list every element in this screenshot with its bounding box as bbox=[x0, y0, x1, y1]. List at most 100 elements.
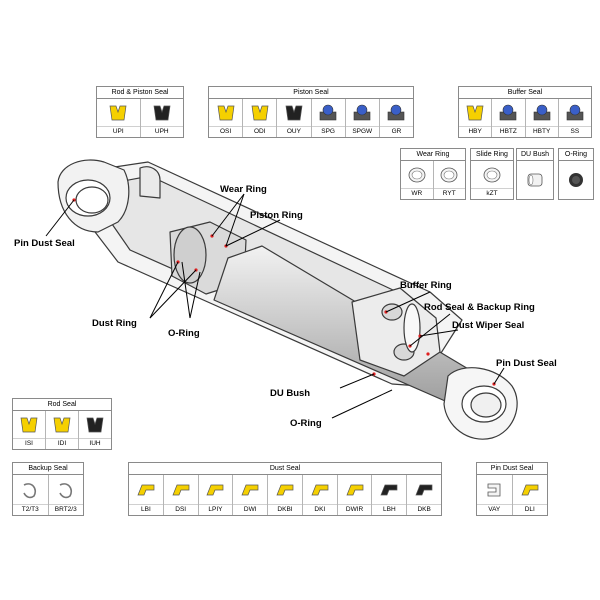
seal-code-label: VAY bbox=[477, 504, 512, 515]
yellow-dust-seal-icon bbox=[346, 484, 363, 495]
seal-code-label: IUH bbox=[79, 438, 111, 449]
o-ring-box: O-Ring bbox=[558, 148, 594, 200]
blue-compound-seal-icon bbox=[533, 104, 550, 120]
seal-item-lbi: LBI bbox=[129, 475, 164, 515]
seal-code-label: SPGW bbox=[345, 126, 379, 137]
yellow-dust-seal-icon bbox=[521, 484, 539, 495]
seal-item-dwi: DWI bbox=[233, 475, 269, 515]
seal-code-label: DWIR bbox=[337, 504, 372, 515]
yellow-u-seal-icon bbox=[466, 105, 484, 120]
slide-ring-icon bbox=[483, 167, 501, 182]
seal-item-dwir: DWIR bbox=[337, 475, 373, 515]
callout-du-bush: DU Bush bbox=[270, 388, 311, 399]
seal-item-t2-t3: T2/T3 bbox=[13, 475, 49, 515]
yellow-dust-seal-icon bbox=[311, 484, 329, 495]
seal-item-lpiy: LPIY bbox=[198, 475, 234, 515]
callout-dust-wiper-seal: Dust Wiper Seal bbox=[452, 320, 525, 331]
yellow-u-seal-icon bbox=[53, 417, 71, 432]
blue-compound-seal-icon bbox=[388, 104, 405, 120]
blue-compound-seal-icon bbox=[353, 104, 371, 120]
backup-ring-icon bbox=[23, 482, 37, 498]
seal-code-label: HBTZ bbox=[492, 126, 525, 137]
callout-piston-ring: Piston Ring bbox=[250, 210, 303, 221]
seal-code-label: T2/T3 bbox=[13, 504, 48, 515]
callout-o-ring-left: O-Ring bbox=[168, 328, 200, 339]
yellow-dust-seal-icon bbox=[172, 484, 190, 495]
leader-lines bbox=[45, 193, 505, 419]
wear-ring-icon bbox=[440, 167, 458, 182]
seal-item-hby: HBY bbox=[459, 99, 493, 137]
seal-item-osi: OSI bbox=[209, 99, 244, 137]
seal-item-hbtz: HBTZ bbox=[492, 99, 526, 137]
cylinder-body bbox=[57, 159, 518, 440]
seal-item-dli: DLI bbox=[512, 475, 547, 515]
callout-pin-dust-seal-right: Pin Dust Seal bbox=[496, 358, 557, 369]
piston-box-title: Piston Seal bbox=[209, 87, 413, 99]
callout-pin-dust-seal-left: Pin Dust Seal bbox=[14, 238, 75, 249]
pin-dust-seal-icon bbox=[487, 483, 501, 496]
buffer-box-title: Buffer Seal bbox=[459, 87, 591, 99]
black-u-seal-icon bbox=[153, 105, 171, 120]
seal-code-label: DKI bbox=[302, 504, 337, 515]
seal-item-o-ring bbox=[559, 161, 593, 199]
seal-code-label: RYT bbox=[433, 188, 465, 199]
rod-piston-box-title: Rod & Piston Seal bbox=[97, 87, 183, 99]
seal-item-uph: UPH bbox=[140, 99, 183, 137]
backup-box-title: Backup Seal bbox=[13, 463, 83, 475]
seal-code-label: BRT2/3 bbox=[48, 504, 83, 515]
seal-code-label: kZT bbox=[471, 188, 513, 199]
seal-item-du-bush bbox=[517, 161, 553, 199]
seal-code-label: ISI bbox=[13, 438, 45, 449]
callout-dust-ring: Dust Ring bbox=[92, 318, 137, 329]
seal-code-label: SPG bbox=[311, 126, 345, 137]
seal-code-label: ODI bbox=[243, 126, 277, 137]
seal-code-label: DSI bbox=[163, 504, 198, 515]
seal-code-label: LPIY bbox=[198, 504, 233, 515]
o-ring-icon bbox=[569, 173, 583, 187]
seal-code-label: SS bbox=[558, 126, 591, 137]
yellow-dust-seal-icon bbox=[137, 484, 155, 495]
seal-item-spg: SPG bbox=[311, 99, 346, 137]
yellow-dust-seal-icon bbox=[206, 484, 224, 495]
blue-compound-seal-icon bbox=[319, 104, 337, 120]
seal-item-spgw: SPGW bbox=[345, 99, 380, 137]
seal-code-label: DKBI bbox=[268, 504, 302, 515]
callout-wear-ring: Wear Ring bbox=[220, 184, 267, 195]
seal-item-wr: WR bbox=[401, 161, 434, 199]
yellow-u-seal-icon bbox=[251, 105, 269, 120]
seal-item-idi: IDI bbox=[46, 411, 79, 449]
seal-code-label: IDI bbox=[46, 438, 78, 449]
black-dust-seal-icon bbox=[380, 484, 398, 495]
yellow-u-seal-icon bbox=[217, 105, 234, 120]
seal-item-kzt: kZT bbox=[471, 161, 513, 199]
seal-item-vay: VAY bbox=[477, 475, 513, 515]
seal-item-ryt: RYT bbox=[433, 161, 465, 199]
seal-item-ouy: OUY bbox=[277, 99, 312, 137]
seal-code-label: DWI bbox=[233, 504, 268, 515]
seal-code-label: GR bbox=[379, 126, 414, 137]
seal-item-iuh: IUH bbox=[79, 411, 111, 449]
seal-item-ss: SS bbox=[558, 99, 591, 137]
seal-code-label: UPH bbox=[140, 126, 183, 137]
callout-buffer-ring: Buffer Ring bbox=[400, 280, 452, 291]
bush-icon bbox=[527, 173, 543, 187]
seal-item-upi: UPI bbox=[97, 99, 141, 137]
seal-code-label: HBY bbox=[459, 126, 492, 137]
slide-ring-box-title: Slide Ring bbox=[471, 149, 513, 161]
seal-item-odi: ODI bbox=[243, 99, 278, 137]
seal-item-lbh: LBH bbox=[372, 475, 408, 515]
blue-compound-seal-icon bbox=[566, 104, 584, 120]
slide-ring-box: Slide Ring kZT bbox=[470, 148, 514, 200]
backup-ring-icon bbox=[59, 482, 72, 498]
seal-item-dkbi: DKBI bbox=[268, 475, 303, 515]
seal-code-label: OUY bbox=[277, 126, 311, 137]
seal-item-dkb: DKB bbox=[407, 475, 442, 515]
